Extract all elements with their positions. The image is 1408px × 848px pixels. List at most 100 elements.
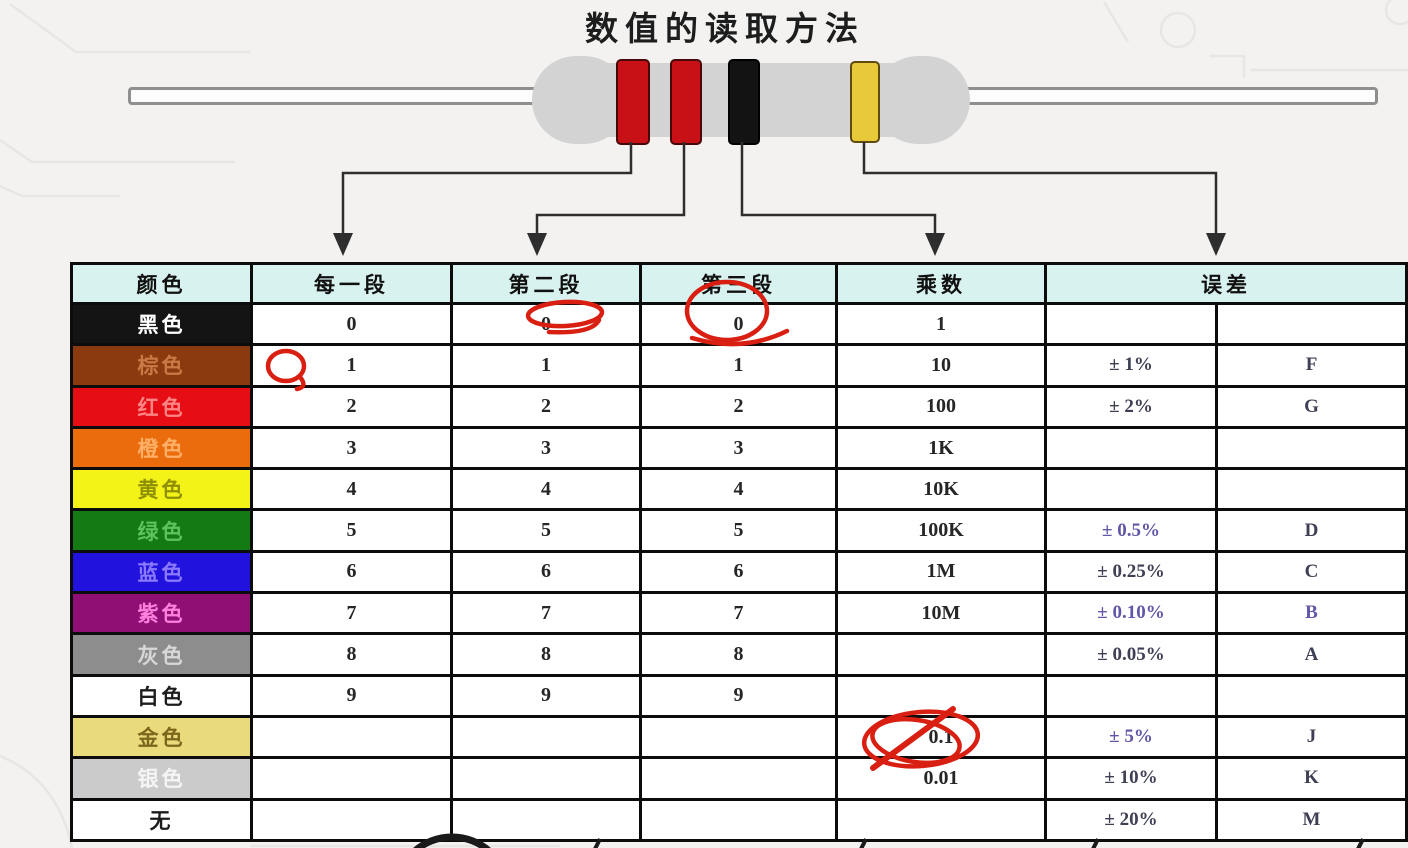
tolerance-letter-cell: G bbox=[1215, 384, 1408, 429]
resistor-band-red-2 bbox=[670, 59, 702, 145]
band2-value-cell: 6 bbox=[450, 549, 642, 595]
band3-value-cell: 6 bbox=[639, 549, 838, 595]
table-row: 银色 0.01± 10%K bbox=[70, 756, 1408, 801]
tolerance-letter-cell: M bbox=[1215, 797, 1408, 842]
band3-value-cell: 8 bbox=[639, 632, 838, 677]
color-name-cell: 灰色 bbox=[70, 632, 253, 677]
band2-value-cell bbox=[450, 756, 642, 801]
band2-value-cell: 9 bbox=[450, 673, 642, 718]
multiplier-value-cell bbox=[835, 797, 1047, 842]
tolerance-value-cell: ± 0.05% bbox=[1044, 632, 1218, 677]
band1-value-cell: 5 bbox=[250, 508, 453, 553]
band1-value-cell bbox=[250, 797, 453, 842]
multiplier-value-cell: 0.01 bbox=[835, 756, 1047, 801]
table-row: 无± 20%M bbox=[70, 797, 1408, 842]
band1-value-cell bbox=[250, 756, 453, 801]
band3-value-cell bbox=[639, 714, 838, 760]
tolerance-value-cell: ± 20% bbox=[1044, 797, 1218, 842]
band2-value-cell: 7 bbox=[450, 591, 642, 636]
band3-value-cell: 9 bbox=[639, 673, 838, 718]
tolerance-value-cell: ± 0.10% bbox=[1044, 591, 1218, 636]
band3-value-cell: 0 bbox=[639, 301, 838, 347]
tolerance-letter-cell: K bbox=[1215, 756, 1408, 801]
band1-value-cell: 2 bbox=[250, 384, 453, 429]
tolerance-value-cell: ± 0.25% bbox=[1044, 549, 1218, 595]
band2-value-cell: 0 bbox=[450, 301, 642, 347]
header-color: 颜色 bbox=[70, 262, 253, 305]
header-tolerance: 误差 bbox=[1044, 262, 1408, 305]
band3-value-cell: 3 bbox=[639, 425, 838, 471]
header-band3: 第三段 bbox=[639, 262, 838, 305]
tolerance-value-cell bbox=[1044, 301, 1218, 347]
multiplier-value-cell bbox=[835, 632, 1047, 677]
tolerance-letter-cell: A bbox=[1215, 632, 1408, 677]
color-name-cell: 紫色 bbox=[70, 591, 253, 636]
band3-value-cell bbox=[639, 797, 838, 842]
color-name-cell: 蓝色 bbox=[70, 549, 253, 595]
color-name-cell: 黑色 bbox=[70, 301, 253, 347]
multiplier-value-cell bbox=[835, 673, 1047, 718]
band3-value-cell bbox=[639, 756, 838, 801]
tolerance-value-cell bbox=[1044, 673, 1218, 718]
band3-value-cell: 4 bbox=[639, 467, 838, 512]
tolerance-value-cell: ± 0.5% bbox=[1044, 508, 1218, 553]
header-band2: 第二段 bbox=[450, 262, 642, 305]
page-title: 数值的读取方法 bbox=[585, 10, 865, 47]
color-name-cell: 绿色 bbox=[70, 508, 253, 553]
band1-value-cell: 6 bbox=[250, 549, 453, 595]
band2-value-cell: 2 bbox=[450, 384, 642, 429]
multiplier-value-cell: 1K bbox=[835, 425, 1047, 471]
color-name-cell: 橙色 bbox=[70, 425, 253, 471]
band2-value-cell bbox=[450, 797, 642, 842]
band1-value-cell: 4 bbox=[250, 467, 453, 512]
table-header-row: 颜色 每一段 第二段 第三段 乘数 误差 bbox=[70, 262, 1408, 305]
tolerance-value-cell: ± 10% bbox=[1044, 756, 1218, 801]
color-name-cell: 银色 bbox=[70, 756, 253, 801]
band1-value-cell: 7 bbox=[250, 591, 453, 636]
band3-value-cell: 1 bbox=[639, 343, 838, 388]
multiplier-value-cell: 1M bbox=[835, 549, 1047, 595]
color-name-cell: 棕色 bbox=[70, 343, 253, 388]
band2-value-cell: 8 bbox=[450, 632, 642, 677]
tolerance-letter-cell bbox=[1215, 425, 1408, 471]
color-name-cell: 白色 bbox=[70, 673, 253, 718]
band1-value-cell: 1 bbox=[250, 343, 453, 388]
tolerance-letter-cell bbox=[1215, 673, 1408, 718]
tolerance-letter-cell: J bbox=[1215, 714, 1408, 760]
band1-value-cell: 0 bbox=[250, 301, 453, 347]
multiplier-value-cell: 10K bbox=[835, 467, 1047, 512]
band2-value-cell: 3 bbox=[450, 425, 642, 471]
header-multiplier: 乘数 bbox=[835, 262, 1047, 305]
band3-value-cell: 2 bbox=[639, 384, 838, 429]
tolerance-letter-cell: B bbox=[1215, 591, 1408, 636]
band1-value-cell: 8 bbox=[250, 632, 453, 677]
band2-value-cell bbox=[450, 714, 642, 760]
color-name-cell: 金色 bbox=[70, 714, 253, 760]
color-name-cell: 红色 bbox=[70, 384, 253, 429]
multiplier-value-cell: 100 bbox=[835, 384, 1047, 429]
band2-value-cell: 5 bbox=[450, 508, 642, 553]
tolerance-value-cell: ± 1% bbox=[1044, 343, 1218, 388]
multiplier-value-cell: 10 bbox=[835, 343, 1047, 388]
tolerance-value-cell: ± 5% bbox=[1044, 714, 1218, 760]
band2-value-cell: 1 bbox=[450, 343, 642, 388]
band1-value-cell: 3 bbox=[250, 425, 453, 471]
resistor-lead-left bbox=[128, 87, 546, 105]
band2-value-cell: 4 bbox=[450, 467, 642, 512]
tolerance-value-cell bbox=[1044, 467, 1218, 512]
band3-value-cell: 7 bbox=[639, 591, 838, 636]
tolerance-letter-cell: D bbox=[1215, 508, 1408, 553]
